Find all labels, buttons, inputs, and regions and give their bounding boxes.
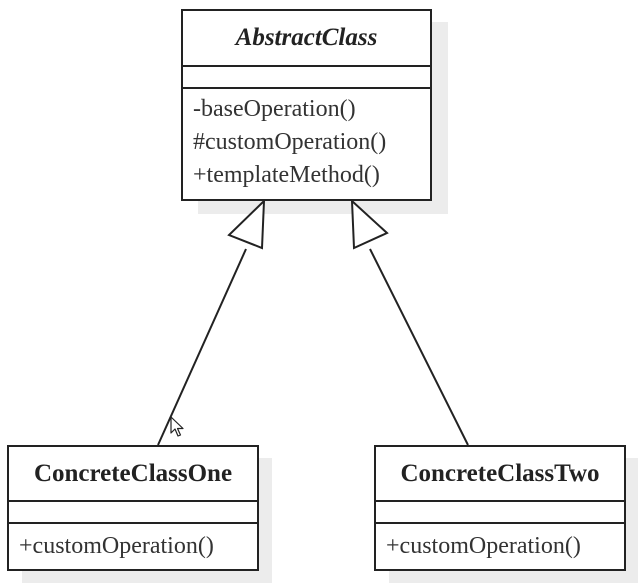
- inheritance-arrowhead-two: [350, 198, 389, 250]
- operation-custom-operation: +customOperation(): [386, 533, 581, 559]
- operation-custom-operation: #customOperation(): [193, 129, 387, 155]
- mouse-pointer-icon: [170, 416, 184, 437]
- operation-base-operation: -baseOperation(): [193, 96, 356, 122]
- inheritance-arrowhead-one: [227, 198, 266, 250]
- abstract-class-box[interactable]: AbstractClass -baseOperation() #customOp…: [181, 9, 432, 201]
- abstract-class-attributes: [183, 65, 430, 87]
- generalization-line-two[interactable]: [369, 248, 469, 446]
- generalization-line-one[interactable]: [157, 248, 247, 446]
- operation-custom-operation: +customOperation(): [19, 533, 214, 559]
- concrete-class-two-attributes: [376, 500, 624, 522]
- concrete-class-one-operations: +customOperation(): [9, 522, 257, 563]
- concrete-class-one-name: ConcreteClassOne: [33, 459, 233, 487]
- concrete-class-two-box[interactable]: ConcreteClassTwo +customOperation(): [374, 445, 626, 571]
- concrete-class-two-name: ConcreteClassTwo: [400, 459, 600, 487]
- abstract-class-operations: -baseOperation() #customOperation() +tem…: [183, 87, 430, 192]
- operation-template-method: +templateMethod(): [193, 162, 380, 188]
- abstract-class-name: AbstractClass: [235, 24, 378, 51]
- concrete-class-two-operations: +customOperation(): [376, 522, 624, 563]
- concrete-class-one-attributes: [9, 500, 257, 522]
- concrete-class-one-box[interactable]: ConcreteClassOne +customOperation(): [7, 445, 259, 571]
